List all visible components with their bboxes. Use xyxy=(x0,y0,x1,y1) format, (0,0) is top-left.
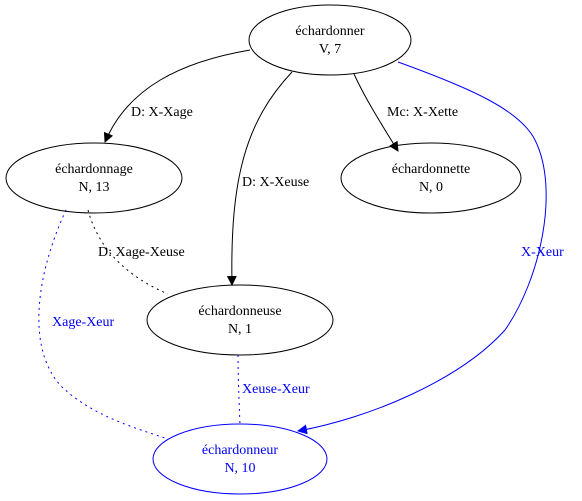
edge-d-xage-label: D: X-Xage xyxy=(131,105,193,120)
edge-d-xage: D: X-Xage xyxy=(103,49,251,143)
edge-x-xeur-line xyxy=(297,61,547,435)
node-echardonner-info: V, 7 xyxy=(319,42,341,57)
node-echardonnette-word: échardonnette xyxy=(392,162,471,177)
edge-d-xage-xeuse-label: D: Xage-Xeuse xyxy=(98,245,185,260)
node-echardonner-shape xyxy=(248,4,412,76)
edge-xage-xeur: Xage-Xeur xyxy=(38,209,166,439)
node-echardonnette-info: N, 0 xyxy=(419,180,443,195)
node-echardonneur-info: N, 10 xyxy=(224,461,255,476)
node-echardonneur[interactable]: échardonneur N, 10 xyxy=(152,423,328,495)
edge-xage-xeur-line xyxy=(38,209,166,439)
edge-x-xeur-label: X-Xeur xyxy=(521,245,564,260)
node-echardonneuse-shape xyxy=(146,284,334,356)
edge-d-xage-line xyxy=(103,49,251,143)
edge-xeuse-xeur-label: Xeuse-Xeur xyxy=(242,382,310,397)
node-echardonneuse[interactable]: échardonneuse N, 1 xyxy=(146,284,334,356)
edge-mc-xette: Mc: X-Xette xyxy=(353,73,458,152)
node-echardonneuse-word: échardonneuse xyxy=(198,304,281,319)
edge-xeuse-xeur: Xeuse-Xeur xyxy=(237,354,310,426)
node-echardonnage[interactable]: échardonnage N, 13 xyxy=(5,142,183,214)
edge-x-xeur: X-Xeur xyxy=(297,61,564,435)
edge-mc-xette-line xyxy=(353,73,399,152)
edge-mc-xette-label: Mc: X-Xette xyxy=(387,105,458,120)
node-echardonner[interactable]: échardonner V, 7 xyxy=(248,4,412,76)
node-echardonneur-shape xyxy=(152,423,328,495)
node-echardonnage-shape xyxy=(5,142,183,214)
node-echardonnage-word: échardonnage xyxy=(55,162,133,177)
edge-d-xage-xeuse: D: Xage-Xeuse xyxy=(87,209,185,295)
edge-xeuse-xeur-line xyxy=(237,354,241,426)
node-echardonnage-info: N, 13 xyxy=(78,180,109,195)
node-echardonneuse-info: N, 1 xyxy=(228,322,252,337)
edge-d-xeuse: D: X-Xeuse xyxy=(226,71,309,286)
edge-d-xage-xeuse-line xyxy=(87,209,169,295)
node-echardonner-word: échardonner xyxy=(295,24,365,39)
node-echardonnette[interactable]: échardonnette N, 0 xyxy=(340,142,522,214)
node-echardonneur-word: échardonneur xyxy=(202,443,279,458)
edge-xage-xeur-label: Xage-Xeur xyxy=(52,315,115,330)
edge-d-xeuse-line xyxy=(226,71,293,286)
node-echardonnette-shape xyxy=(340,142,522,214)
edge-d-xeuse-label: D: X-Xeuse xyxy=(242,175,309,190)
